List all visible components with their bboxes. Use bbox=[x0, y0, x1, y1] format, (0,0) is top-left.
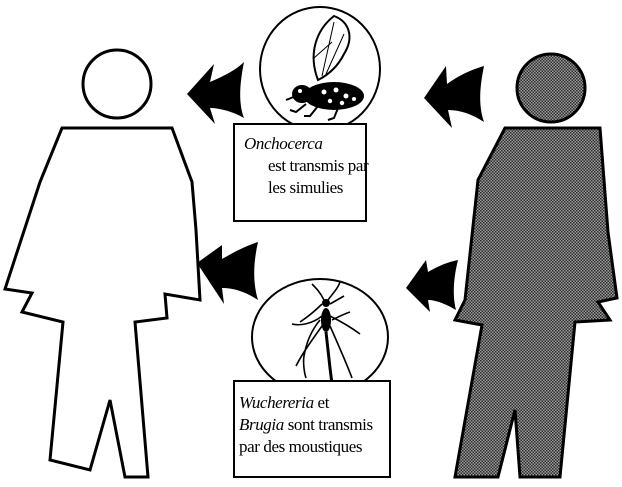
filaria-caption: Wuchereria et Brugia sont transmis par d… bbox=[233, 380, 391, 478]
arrow-right-top-icon bbox=[424, 66, 484, 128]
onchocerca-caption: Onchocerca est transmis par les simulies bbox=[233, 123, 367, 222]
mosquito-oval bbox=[252, 279, 388, 395]
blackfly-oval bbox=[260, 7, 380, 131]
healthy-person-head bbox=[83, 50, 151, 118]
arrow-left-top-icon bbox=[187, 62, 244, 124]
arrow-right-bottom-icon bbox=[406, 260, 458, 312]
filaria-caption-line2: sont transmis bbox=[288, 415, 373, 434]
filaria-caption-conj: et bbox=[318, 393, 329, 412]
wuchereria-genus: Wuchereria bbox=[239, 393, 314, 412]
brugia-genus: Brugia bbox=[239, 415, 284, 434]
onchocerca-caption-line2: est transmis par bbox=[244, 155, 359, 177]
infected-person-head bbox=[517, 54, 585, 122]
healthy-person-body bbox=[5, 128, 200, 477]
onchocerca-caption-line3: les simulies bbox=[244, 177, 359, 199]
filaria-caption-line3: par des moustiques bbox=[239, 436, 385, 458]
infected-person-body bbox=[455, 128, 617, 477]
healthy-person bbox=[5, 50, 200, 477]
onchocerca-genus: Onchocerca bbox=[244, 133, 359, 155]
arrow-left-bottom-icon bbox=[197, 242, 258, 304]
